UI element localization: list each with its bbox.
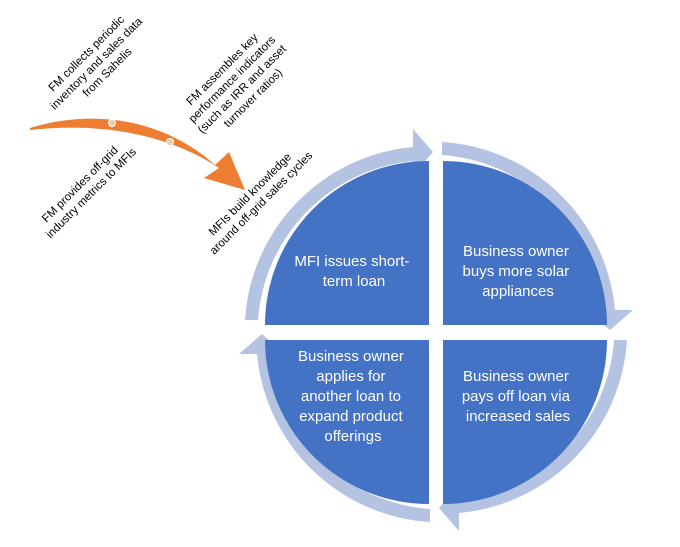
svg-text:FM collects periodic inv: FM collects periodic inventory and sales… — [39, 4, 158, 123]
quadrant-issue-loan — [265, 161, 429, 325]
annotation-line: inventory and sales data — [48, 15, 145, 112]
quadrant-label-apply-again: Business owner applies for another loan … — [298, 348, 408, 445]
cycle-quadrants — [265, 161, 607, 504]
quadrant-label-buy-appliances: Business owner buys more solar appliance… — [463, 243, 574, 300]
annotation-fm-collects: FM collects periodic inventory and sales… — [39, 4, 158, 123]
annotation-fm-provides: FM provides off-grid industry metrics to… — [34, 136, 139, 241]
timeline-dot — [107, 118, 117, 128]
annotation-line: industry metrics to MFIs — [44, 146, 139, 241]
timeline-dot — [165, 137, 175, 147]
timeline-arrow — [30, 118, 245, 190]
svg-text:FM provides off-grid ind: FM provides off-grid industry metrics to… — [34, 136, 139, 241]
left-arrow-icon — [439, 340, 627, 531]
quadrant-label-issue-loan: MFI issues short- term loan — [294, 253, 413, 290]
right-arrow-icon — [245, 129, 433, 320]
quadrant-apply-again — [265, 340, 429, 504]
down-arrow-icon — [442, 142, 633, 330]
curved-arrow-icon — [30, 118, 245, 190]
svg-text:FM assembles key perform: FM assembles key performance indicators … — [176, 21, 301, 146]
quadrant-label-pay-off: Business owner pays off loan via increas… — [462, 368, 574, 425]
quadrant-buy-appliances — [443, 161, 607, 325]
up-arrow-icon — [239, 334, 430, 522]
annotation-fm-assembles: FM assembles key performance indicators … — [176, 21, 301, 146]
quadrant-pay-off — [443, 340, 607, 504]
cycle-ring — [239, 129, 633, 531]
